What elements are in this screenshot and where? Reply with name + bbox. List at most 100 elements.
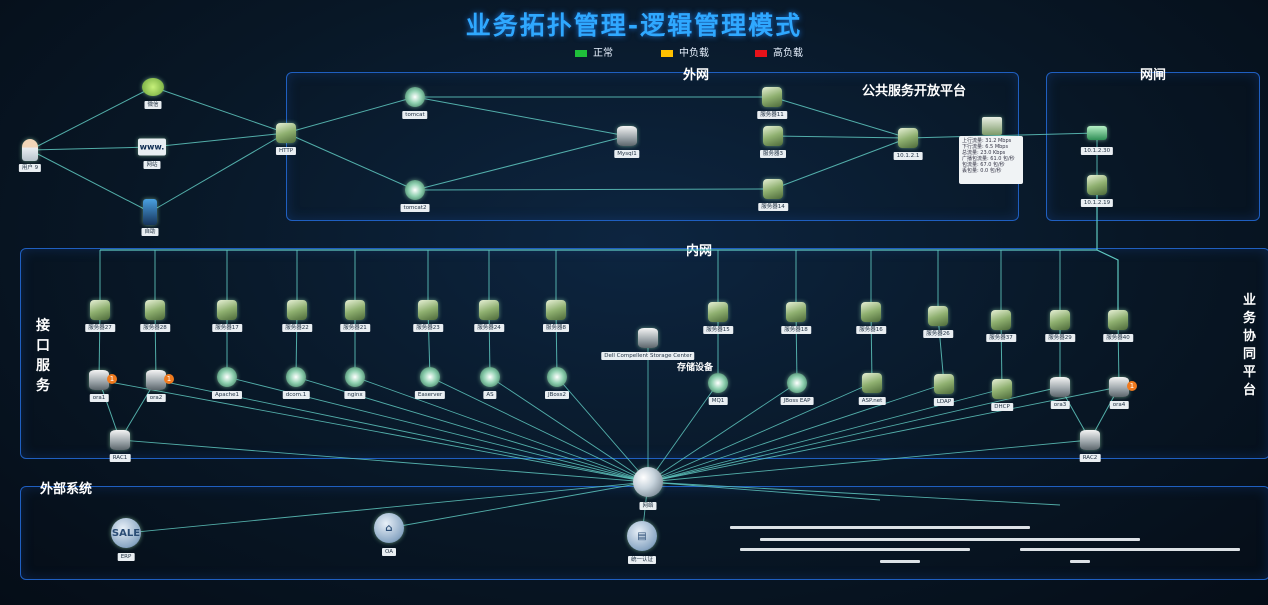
node-label: 服务器21: [340, 324, 370, 332]
link-line: [154, 309, 157, 381]
rac-icon: [110, 430, 130, 450]
router-icon: [898, 128, 918, 148]
link-line: [388, 481, 649, 529]
link-line: [29, 149, 151, 213]
server-icon: [1108, 310, 1128, 330]
node-label: LDAP: [933, 398, 955, 406]
node-label: 服务器37: [986, 334, 1016, 342]
alert-badge: 1: [164, 374, 174, 384]
link-line: [429, 376, 649, 483]
easerver-icon: [420, 367, 440, 387]
nginx-icon: [345, 367, 365, 387]
server-icon: [861, 302, 881, 322]
page-title: 业务拓扑管理-逻辑管理模式: [465, 11, 803, 40]
legend-swatch: [575, 49, 587, 57]
blur-bar: [1020, 548, 1240, 551]
node-label: AS: [483, 391, 497, 399]
bus-line: [1096, 249, 1119, 310]
node-label: 服务器23: [413, 324, 443, 332]
zone-label-gateway: 网闸: [1140, 68, 1167, 83]
node-label: ERP: [117, 553, 135, 561]
oracle-db-icon: [146, 370, 166, 390]
link-line: [647, 382, 798, 483]
zone-label-public-platform: 公共服务开放平台: [862, 84, 967, 99]
node-label: 服务器14: [758, 203, 788, 211]
node-label: 自助: [141, 228, 159, 236]
blur-bar: [740, 548, 970, 551]
server-icon: [991, 310, 1011, 330]
link-line: [414, 135, 628, 191]
legend-label: 高负载: [773, 48, 803, 59]
node-label: ASP.net: [858, 397, 886, 405]
jboss-icon: [547, 367, 567, 387]
node-label: OA: [382, 548, 396, 556]
link-line: [285, 96, 416, 134]
link-line: [354, 376, 649, 483]
server-icon: [546, 300, 566, 320]
link-line: [29, 86, 154, 151]
node-label: ora2: [146, 394, 166, 402]
server-icon: [763, 126, 783, 146]
home-icon: ⌂: [374, 513, 404, 543]
tomcat-icon: [405, 87, 425, 107]
switch-icon: [1087, 126, 1107, 140]
server-icon: [479, 300, 499, 320]
zone-label-interface: 接口服务: [36, 318, 50, 394]
service-icon: [286, 367, 306, 387]
blur-bar: [730, 526, 1030, 529]
link-line: [489, 376, 649, 483]
zone-label-inner: 内网: [686, 244, 713, 259]
legend-item-normal: 正常: [575, 44, 613, 59]
dhcp-icon: [992, 379, 1012, 399]
node-label: MQ1: [708, 397, 728, 405]
link-line: [907, 132, 1098, 139]
node-label: 服务器24: [474, 324, 504, 332]
link-line: [647, 386, 1120, 483]
link-line: [772, 137, 909, 190]
auth-icon: ▤: [627, 521, 657, 551]
jboss-icon: [787, 373, 807, 393]
node-label: 服务器16: [856, 326, 886, 334]
zone-label-collab: 业务协同平台: [1243, 293, 1257, 398]
stat-line: 总流量: 23.0 Kbps: [962, 150, 1006, 156]
stat-line: 包流量: 67.0 包/秒: [962, 162, 1005, 168]
person-icon: [22, 139, 38, 161]
mysql-icon: [617, 126, 637, 146]
link-line: [285, 132, 416, 191]
link-line: [647, 386, 1061, 483]
link-line: [151, 132, 287, 148]
website-icon: www.: [138, 138, 166, 156]
link-line: [119, 439, 649, 483]
wechat-icon: [142, 78, 164, 96]
server-icon: [418, 300, 438, 320]
link-line: [772, 135, 909, 139]
node-label: 10.1.2.19: [1080, 199, 1114, 207]
server-icon: [1050, 310, 1070, 330]
oracle-db-icon: [1109, 377, 1129, 397]
link-line: [488, 309, 491, 378]
node-label: 服务器17: [212, 324, 242, 332]
link-line: [556, 376, 649, 483]
server-icon: [345, 300, 365, 320]
node-label: HTTP: [275, 147, 297, 155]
link-line: [125, 481, 649, 534]
node-label: ora1: [89, 394, 109, 402]
node-label: tomcat: [402, 111, 428, 119]
stat-line: 丢包量: 0.0 包/秒: [962, 168, 1002, 174]
server-icon: [145, 300, 165, 320]
node-label: 服务器26: [923, 330, 953, 338]
server-icon: [708, 302, 728, 322]
stat-line: 上行流量: 31.2 Mbps: [962, 138, 1012, 144]
oracle-db-icon: [1050, 377, 1070, 397]
traffic-stats-panel: 上行流量: 31.2 Mbps 下行流量: 6.5 Mbps 总流量: 23.0…: [959, 136, 1023, 184]
node-label: 服务器15: [703, 326, 733, 334]
link-line: [647, 481, 1061, 506]
zone-label-external: 外部系统: [40, 482, 93, 497]
node-label: 服务器11: [757, 111, 787, 119]
zone-label-outer: 外网: [683, 68, 710, 83]
storage-icon: [638, 328, 658, 348]
node-label: RAC2: [1079, 454, 1101, 462]
server-icon: [217, 300, 237, 320]
link-line: [149, 132, 287, 213]
